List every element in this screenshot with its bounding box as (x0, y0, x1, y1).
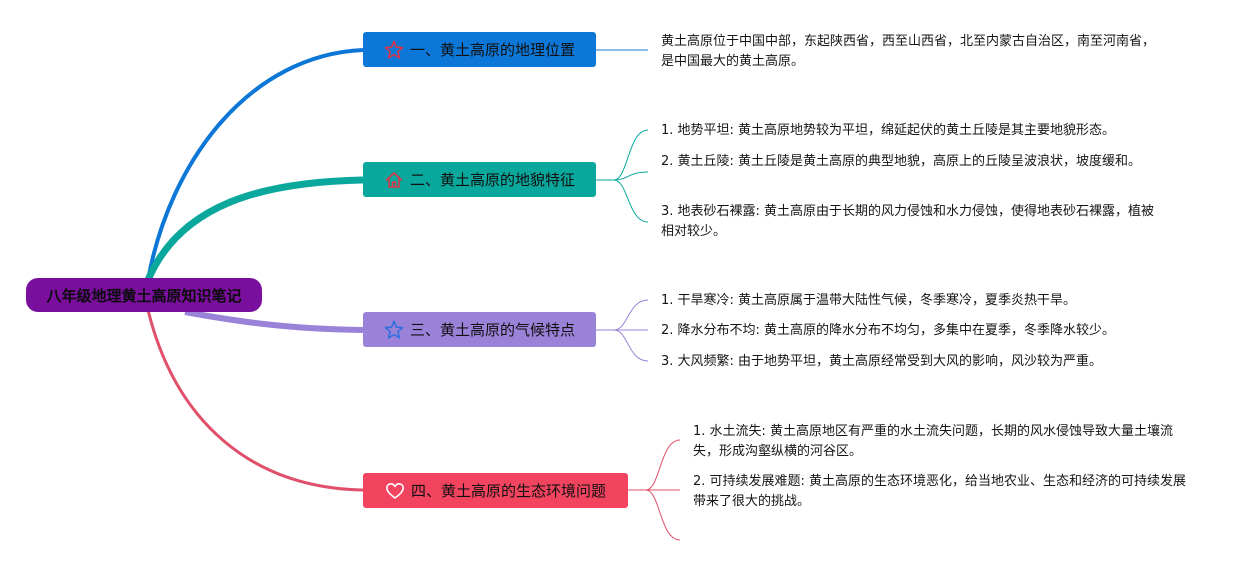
branch-topic-landform[interactable]: 二、黄土高原的地貌特征 (363, 162, 596, 197)
branch-topic-label: 二、黄土高原的地貌特征 (409, 171, 575, 189)
star-outline-icon (384, 40, 404, 60)
note-climate-2[interactable]: 2. 降水分布不均: 黄土高原的降水分布不均匀，多集中在夏季，冬季降水较少。 (661, 323, 1116, 338)
heart-outline-icon (385, 481, 405, 501)
root-topic[interactable]: 八年级地理黄土高原知识笔记 (26, 278, 262, 312)
branch-topic-label: 三、黄土高原的气候特点 (409, 321, 575, 339)
note-landform-1[interactable]: 1. 地势平坦: 黄土高原地势较为平坦，绵延起伏的黄土丘陵是其主要地貌形态。 (661, 123, 1116, 138)
note-landform-2[interactable]: 2. 黄土丘陵: 黄土丘陵是黄土高原的典型地貌，高原上的丘陵呈波浪状，坡度缓和。 (661, 154, 1142, 169)
house-icon (384, 170, 404, 190)
connector-branch-3-note-1 (613, 299, 649, 331)
connector-branch-4-note-3 (645, 489, 681, 541)
note-climate-3[interactable]: 3. 大风频繁: 由于地势平坦，黄土高原经常受到大风的影响，风沙较为严重。 (661, 354, 1103, 369)
connector-root-branch-2 (144, 176, 364, 282)
connector-branch-2-note-3 (613, 179, 649, 223)
root-topic-label: 八年级地理黄土高原知识笔记 (46, 286, 242, 305)
branch-topic-location[interactable]: 一、黄土高原的地理位置 (363, 32, 596, 67)
star-outline-icon (384, 320, 404, 340)
branch-topic-ecology[interactable]: 四、黄土高原的生态环境问题 (363, 473, 628, 508)
note-climate-1[interactable]: 1. 干旱寒冷: 黄土高原属于温带大陆性气候，冬季寒冷，夏季炎热干旱。 (661, 293, 1077, 308)
branch-topic-label: 四、黄土高原的生态环境问题 (410, 482, 606, 500)
note-ecology-1[interactable]: 1. 水土流失: 黄土高原地区有严重的水土流失问题，长期的风水侵蚀导致大量土壤流… (693, 424, 1174, 459)
connector-root-branch-1 (146, 48, 364, 281)
connector-branch-4-note-1 (645, 439, 681, 491)
connector-branch-3-note-3 (613, 329, 649, 362)
connector-branch-2-note-2 (613, 171, 649, 181)
connector-branch-2-note-1 (613, 129, 649, 181)
note-ecology-2[interactable]: 2. 可持续发展难题: 黄土高原的生态环境恶化，给当地农业、生态和经济的可持续发… (693, 474, 1187, 509)
branch-topic-climate[interactable]: 三、黄土高原的气候特点 (363, 312, 596, 347)
connector-root-branch-4 (146, 309, 364, 492)
branch-topic-label: 一、黄土高原的地理位置 (409, 41, 575, 59)
connector-root-branch-3 (184, 309, 364, 333)
note-landform-3[interactable]: 3. 地表砂石裸露: 黄土高原由于长期的风力侵蚀和水力侵蚀，使得地表砂石裸露，植… (661, 204, 1155, 239)
note-location[interactable]: 黄土高原位于中国中部，东起陕西省，西至山西省，北至内蒙古自治区，南至河南省，是中… (661, 34, 1156, 69)
